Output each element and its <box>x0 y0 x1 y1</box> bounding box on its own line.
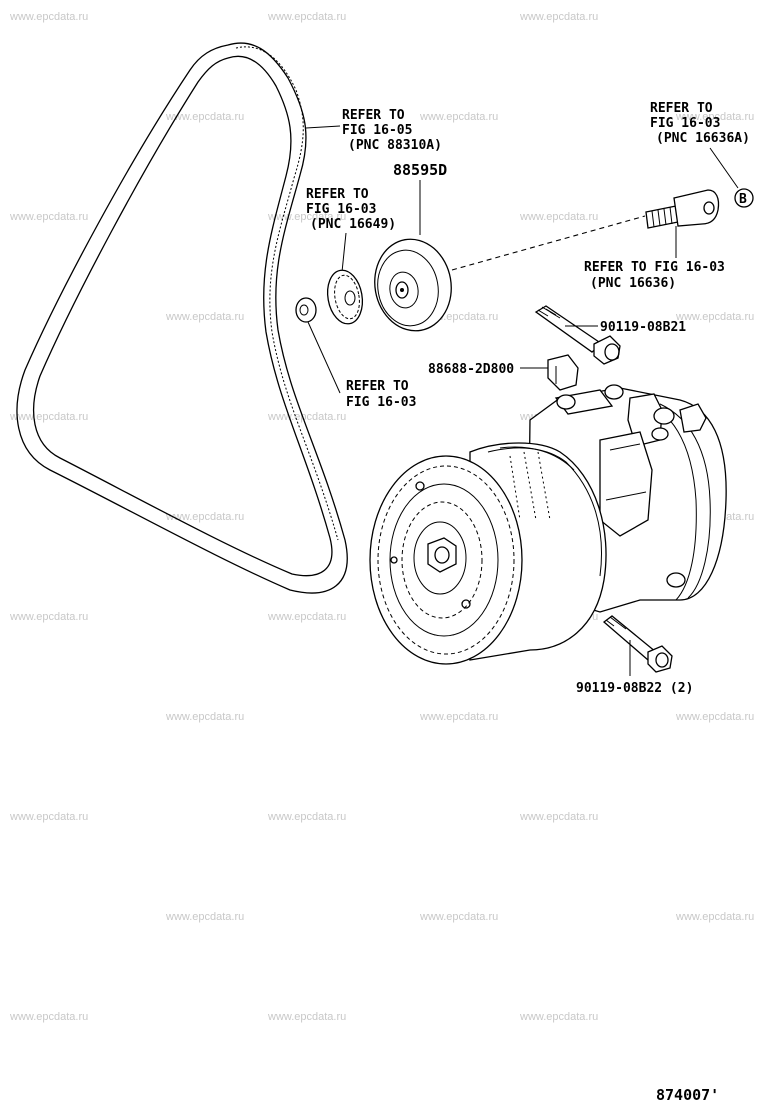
callout-bolt-upper[interactable]: 90119-08B21 <box>600 320 686 335</box>
watermark: www.epcdata.ru <box>675 711 754 723</box>
marker-letter: B <box>739 192 747 207</box>
callout-text: FIG 16-03 <box>306 202 376 217</box>
watermark: www.epcdata.ru <box>519 211 598 223</box>
watermark: www.epcdata.ru <box>267 211 346 223</box>
washer[interactable] <box>295 297 317 323</box>
watermark: www.epcdata.ru <box>267 411 346 423</box>
watermark: www.epcdata.ru <box>675 311 754 323</box>
idler-pulley[interactable] <box>368 233 459 337</box>
assembly-axis-line <box>451 215 646 271</box>
cover-leader-line <box>341 232 347 273</box>
callout-text: REFER TO <box>342 108 405 123</box>
watermark: www.epcdata.ru <box>675 911 754 923</box>
belt-leader-line <box>305 125 341 129</box>
watermark: www.epcdata.ru <box>9 11 88 23</box>
washer-leader-line <box>307 321 341 394</box>
callout-text: REFER TO <box>650 101 713 116</box>
callout-text: REFER TO <box>306 187 369 202</box>
watermark: www.epcdata.ru <box>519 11 598 23</box>
compressor-bracket[interactable] <box>547 354 579 391</box>
callout-text: (PNC 16636) <box>590 276 676 291</box>
callout-cover-ref: REFER TO FIG 16-03 (PNC 16649) <box>306 187 396 232</box>
marker-b[interactable]: B <box>734 188 754 208</box>
watermark: www.epcdata.ru <box>9 611 88 623</box>
callout-bolt-lower[interactable]: 90119-08B22 (2) <box>576 681 693 696</box>
watermark: www.epcdata.ru <box>267 11 346 23</box>
watermark: www.epcdata.ru <box>675 111 754 123</box>
watermark: www.epcdata.ru <box>519 811 598 823</box>
callout-text: FIG 16-03 <box>650 116 720 131</box>
callout-belt-ref: REFER TO FIG 16-05 (PNC 88310A) <box>342 108 442 153</box>
callout-text: (PNC 16649) <box>310 217 396 232</box>
callout-idler-part-number[interactable]: 88595D <box>393 161 447 179</box>
watermark: www.epcdata.ru <box>165 711 244 723</box>
callout-text: REFER TO <box>346 379 409 394</box>
ac-compressor[interactable] <box>369 384 727 665</box>
watermark: www.epcdata.ru <box>519 1011 598 1023</box>
watermark: www.epcdata.ru <box>267 611 346 623</box>
watermark: www.epcdata.ru <box>165 111 244 123</box>
watermark: www.epcdata.ru <box>419 111 498 123</box>
callout-text: REFER TO FIG 16-03 <box>584 260 725 275</box>
callout-bracket[interactable]: 88688-2D800 <box>428 362 514 377</box>
callout-text: FIG 16-05 <box>342 123 412 138</box>
callout-bolt-ref: REFER TO FIG 16-03 (PNC 16636) <box>584 260 725 291</box>
watermark: www.epcdata.ru <box>9 1011 88 1023</box>
upper-bolt[interactable] <box>534 305 621 365</box>
watermark: www.epcdata.ru <box>165 311 244 323</box>
callout-washer-ref: REFER TO FIG 16-03 <box>346 379 416 410</box>
watermark: www.epcdata.ru <box>165 511 244 523</box>
callout-text: FIG 16-03 <box>346 395 416 410</box>
figure-number: 874007' <box>656 1086 719 1104</box>
watermark: www.epcdata.ru <box>9 411 88 423</box>
callout-text: (PNC 88310A) <box>348 138 442 153</box>
lower-bolt[interactable] <box>602 615 673 673</box>
watermark: www.epcdata.ru <box>267 811 346 823</box>
drive-belt[interactable] <box>16 42 348 594</box>
dust-cover[interactable] <box>324 267 367 326</box>
watermark: www.epcdata.ru <box>419 711 498 723</box>
callout-top-right-ref: REFER TO FIG 16-03 (PNC 16636A) <box>650 101 750 146</box>
watermark: www.epcdata.ru <box>165 911 244 923</box>
top-right-leader-line <box>709 147 739 189</box>
watermark: www.epcdata.ru <box>9 211 88 223</box>
callout-text: (PNC 16636A) <box>656 131 750 146</box>
pulley-bolt[interactable] <box>645 189 720 229</box>
watermark: www.epcdata.ru <box>9 811 88 823</box>
watermark: www.epcdata.ru <box>267 1011 346 1023</box>
watermark: www.epcdata.ru <box>419 911 498 923</box>
